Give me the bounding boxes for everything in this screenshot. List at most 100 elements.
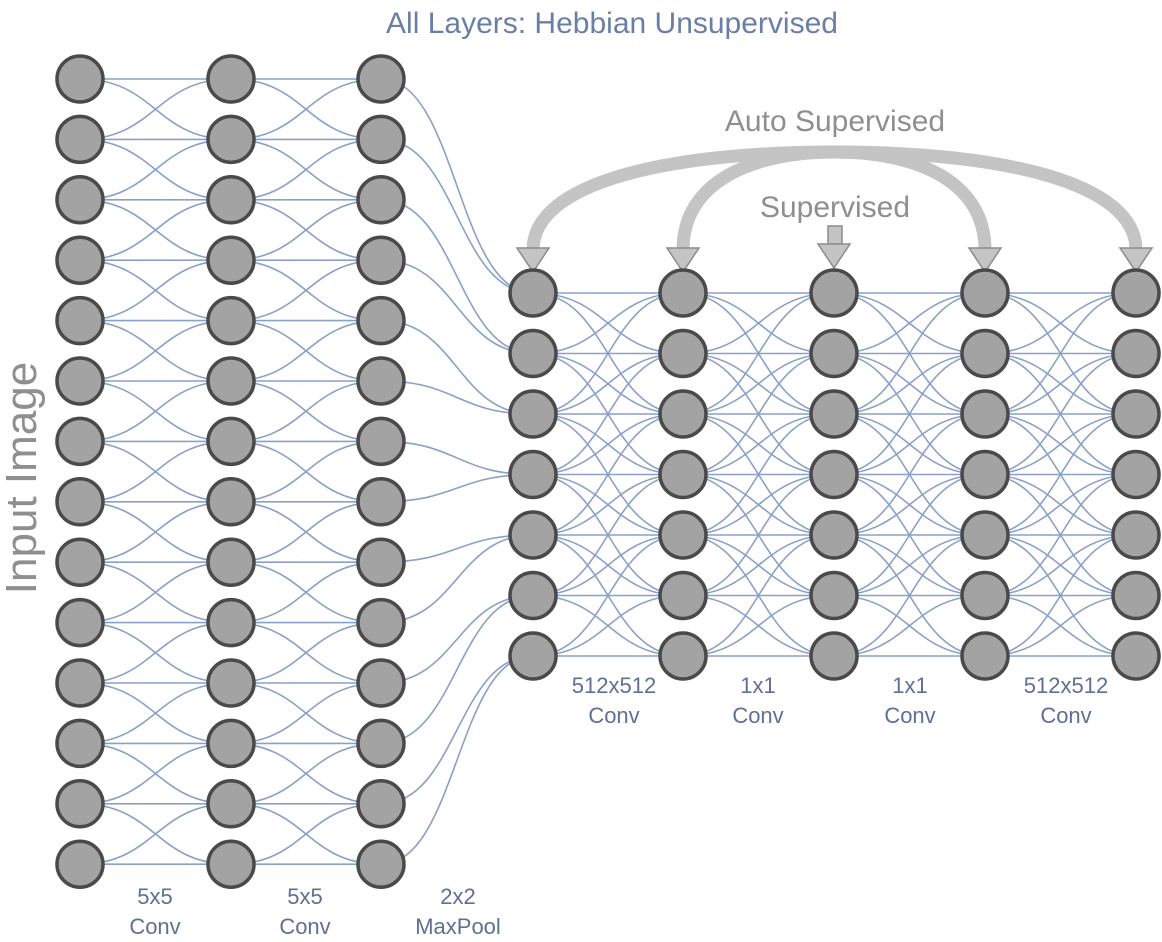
neuron-node [960, 389, 1010, 439]
connection [380, 259, 534, 355]
connection [532, 292, 684, 415]
neuron-node [55, 779, 105, 829]
neuron-node [356, 658, 406, 708]
neuron-node [206, 54, 256, 104]
neuron-node [356, 779, 406, 829]
connection [380, 655, 534, 805]
connection [380, 534, 534, 624]
connection [682, 413, 835, 536]
layer-label-line2: MaxPool [415, 914, 501, 937]
neuron-node [55, 477, 105, 527]
connection [833, 473, 986, 597]
neuron-node [206, 718, 256, 769]
neuron-node [356, 175, 406, 225]
neuron-node [508, 570, 558, 621]
neuron-node [206, 235, 256, 285]
neuron-node [206, 537, 256, 587]
arrow-shaft [827, 225, 843, 245]
neuron-node [809, 631, 859, 681]
layer-label-line2: Conv [1040, 703, 1091, 728]
nodes [55, 54, 1161, 889]
neuron-node [356, 839, 406, 889]
arrow-head [967, 247, 1003, 274]
neuron-node [1111, 510, 1161, 560]
neuron-node [55, 175, 105, 225]
arrow-arc [676, 145, 836, 251]
neuron-node [1111, 389, 1161, 439]
neuron-node [55, 295, 105, 346]
connection [833, 352, 986, 476]
connection [682, 292, 835, 415]
neuron-node [1111, 570, 1161, 621]
neuron-node [356, 416, 406, 467]
connection [380, 319, 534, 415]
connection [833, 413, 986, 536]
neuron-node [356, 356, 406, 406]
connection [984, 473, 1137, 597]
neuron-node [356, 295, 406, 346]
input-image-label: Input Image [0, 362, 46, 594]
neuron-node [55, 597, 105, 648]
connection [532, 473, 684, 597]
connection [984, 292, 1137, 415]
connection [380, 199, 534, 355]
arrow-head [1118, 247, 1154, 274]
auto-supervised-label: Auto Supervised [725, 105, 945, 138]
neuron-node [508, 268, 558, 318]
layer-label-line2: Conv [732, 703, 783, 728]
supervised-label: Supervised [760, 191, 910, 224]
layer-label-line2: Conv [884, 703, 935, 728]
neuron-node [1111, 631, 1161, 681]
connection [833, 292, 986, 415]
neuron-node [356, 54, 406, 104]
connection [984, 534, 1137, 657]
layer-label-line1: 5x5 [137, 884, 172, 909]
layer-label-line1: 5x5 [287, 884, 322, 909]
layer-label-line1: 2x2 [440, 884, 475, 909]
neuron-node [508, 449, 558, 500]
connection [682, 473, 835, 597]
neuron-node [809, 268, 859, 318]
neuron-node [508, 328, 558, 379]
neuron-node [809, 570, 859, 621]
layer-label-line1: 1x1 [740, 673, 775, 698]
neuron-node [1111, 449, 1161, 500]
neuron-node [809, 328, 859, 379]
layer-label-line1: 512x512 [572, 673, 656, 698]
layer-label-line2: Conv [129, 914, 180, 937]
neuron-node [55, 54, 105, 104]
connection [682, 352, 835, 476]
neuron-node [55, 537, 105, 587]
connection [380, 594, 534, 684]
neuron-node [206, 295, 256, 346]
neuron-node [206, 658, 256, 708]
supervision-arrows [515, 145, 1154, 274]
neuron-node [658, 449, 708, 500]
connection [532, 413, 684, 536]
neuron-node [508, 389, 558, 439]
neuron-node [356, 114, 406, 165]
neuron-node [508, 510, 558, 560]
layer-labels: 5x5 Conv 5x5 Conv 2x2 MaxPool 512x512 Co… [129, 673, 1108, 939]
neuron-node [960, 510, 1010, 560]
neuron-node [55, 356, 105, 406]
neuron-node [960, 449, 1010, 500]
layer-label-line2: Conv [279, 914, 330, 937]
neuron-node [1111, 268, 1161, 318]
neuron-node [55, 235, 105, 285]
neuron-node [55, 658, 105, 708]
arrow-arc [834, 145, 1143, 251]
neuron-node [809, 389, 859, 439]
neuron-node [658, 570, 708, 621]
arrow-head [515, 247, 551, 274]
neuron-node [1111, 328, 1161, 379]
neuron-node [960, 631, 1010, 681]
connection [532, 352, 684, 476]
arrow-head [665, 247, 701, 274]
neuron-node [658, 631, 708, 681]
diagram-title: All Layers: Hebbian Unsupervised [386, 7, 838, 40]
neuron-node [356, 235, 406, 285]
connection [833, 534, 986, 657]
